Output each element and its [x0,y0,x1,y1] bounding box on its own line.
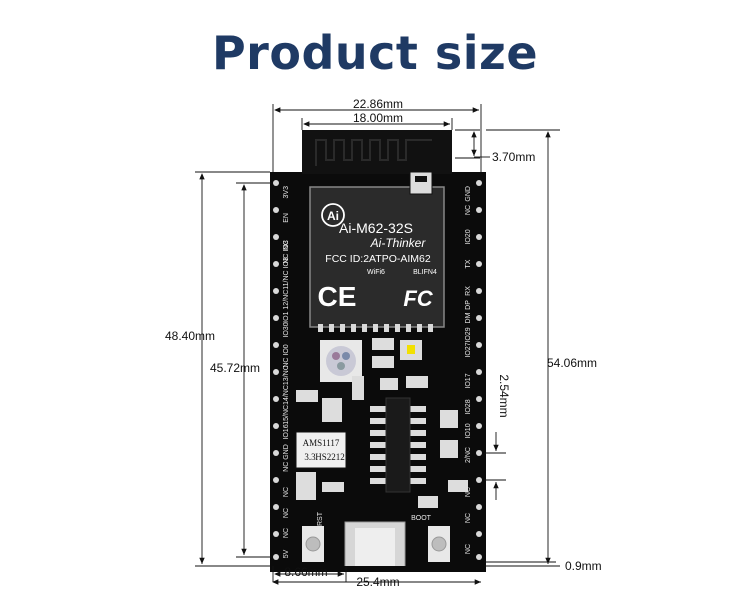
wifi-module: Ai Ai-M62-32S Ai-Thinker FCC ID:2ATPO-AI… [309,171,445,332]
pin-label: IO28 [465,399,472,414]
dim-pin-pitch: 2.54mm [497,374,511,417]
dim-bottom-offset: 0.9mm [565,559,602,573]
dim-right-height: 54.06mm [547,356,597,370]
boot-button[interactable] [428,526,450,562]
pin-label: DP [465,300,472,310]
pin-label: NC IO3 [283,240,290,263]
pin-label: IO10 [465,423,472,438]
svg-text:3.3: 3.3 [304,452,316,462]
dim-antenna-offset: 3.70mm [492,150,535,164]
pin-label: NC [465,513,472,523]
pin-label: 2/NC [465,447,472,463]
svg-text:AMS1117: AMS1117 [303,438,340,448]
pin-label: IO27 [465,342,472,357]
ldo-regulator: AMS1117 3.3 HS2212 [295,431,347,469]
fc-mark: FC [403,286,433,311]
pin-label: 15/NC14/NC13/NC [283,365,290,425]
module-chip-code: BLIFN4 [413,269,437,276]
pin-label: NC [465,544,472,554]
pin-label: 3V3 [283,186,290,199]
pin-label: NC [465,487,472,497]
pin-label: RX [465,286,472,296]
pin-label: IO1 12/NC11/NC IO3 [283,257,290,323]
usb-uart-chip [370,397,426,493]
dim-bottom-width: 25.4mm [356,575,399,589]
module-wifi: WiFi6 [367,269,385,276]
ce-mark: CE [318,281,357,312]
pin-label: NC [283,240,290,250]
pin-label: IO20 [465,229,472,244]
module-logo: Ai [327,209,339,223]
module-model: Ai-M62-32S [339,220,413,236]
dim-top-total: 22.86mm [353,97,403,111]
pin-label: NC [465,205,472,215]
pin-label: DM [465,312,472,323]
boot-label: BOOT [411,515,432,522]
rgb-led [320,340,362,382]
dimension-lines [195,104,560,585]
usb-c-port[interactable] [344,521,406,571]
rst-button[interactable] [302,526,324,562]
pin-label: IO30 [283,322,290,337]
dim-top-module: 18.00mm [353,111,403,125]
dim-pin-span: 45.72mm [210,361,260,375]
pin-label: GND [465,186,472,202]
rst-label: RST [317,511,324,526]
pin-label: NC IO0 [283,344,290,367]
pin-label: NC [283,487,290,497]
pin-label: 5V [283,549,290,558]
right-pin-pads [476,180,482,560]
pin-label: IO29 [465,327,472,342]
pin-label: IO17 [465,373,472,388]
pin-label: NC [283,508,290,518]
dim-left-height: 48.40mm [165,329,215,343]
page-title: Product size [211,26,539,80]
pin-label: NC GND [283,444,290,472]
module-brand: Ai-Thinker [370,236,427,250]
pin-label: TX [465,259,472,268]
pin-label: IO16 [283,424,290,439]
module-fcc: FCC ID:2ATPO-AIM62 [325,253,431,265]
svg-text:HS2212: HS2212 [315,452,345,462]
pin-label: NC [283,528,290,538]
left-pin-pads [273,180,279,560]
ai-logo-icon [321,203,345,227]
pin-label: EN [283,213,290,223]
dim-bottom-left: 8.66mm [284,565,327,579]
